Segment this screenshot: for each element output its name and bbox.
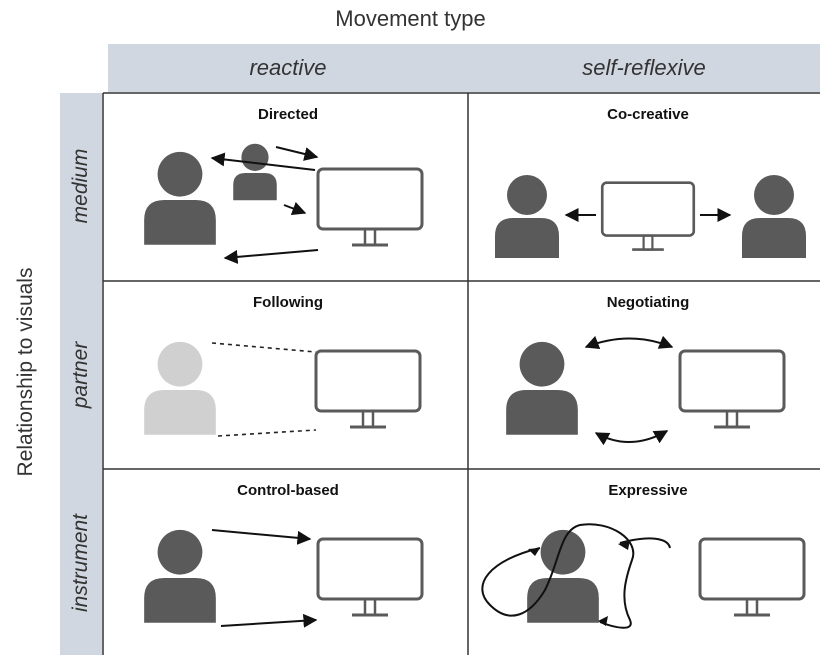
cell-title-directed: Directed [257,106,319,123]
column-header-band [108,44,820,92]
cell-title-co-creative: Co-creative [607,106,689,123]
row-header-band [60,93,102,655]
cell-title-expressive: Expressive [608,482,688,499]
movement-type-title: Movement type [335,6,486,31]
expressive-illustration [481,523,806,629]
control-based-illustration [144,529,424,628]
negotiating-illustration [506,335,786,446]
following-illustration [144,341,422,437]
co-creative-illustration [495,175,806,258]
cell-title-control-based: Control-based [237,482,339,499]
column-label-reactive: reactive [249,55,327,80]
directed-illustration [144,143,424,264]
cell-title-negotiating: Negotiating [606,294,690,311]
grid-lines [102,92,820,655]
column-label-self-reflexive: self-reflexive [582,55,706,80]
cell-title-following: Following [253,294,323,311]
